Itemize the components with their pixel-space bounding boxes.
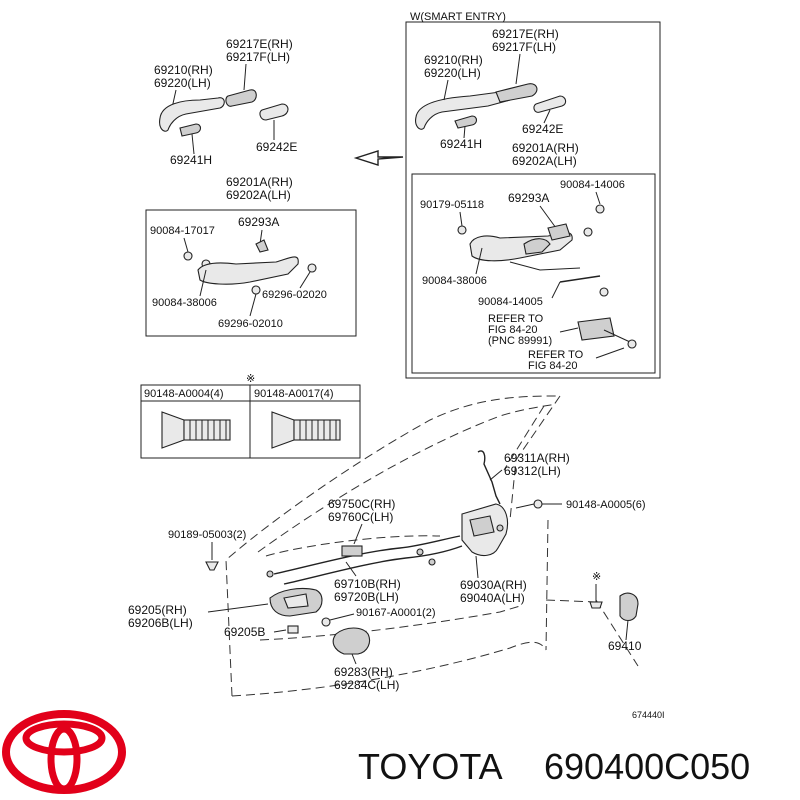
handle-cap	[225, 89, 257, 107]
label-69217e-rh: 69217E(RH)	[226, 37, 293, 51]
label-90148-a0017: 90148-A0017(4)	[254, 388, 334, 400]
label-69283-rh: 69283(RH)	[334, 665, 393, 679]
label-69217f-lh-smart: 69217F(LH)	[492, 40, 556, 54]
refer-to-1a: REFER TO	[488, 313, 544, 325]
note-mark-table: ※	[246, 373, 255, 385]
clip-icon	[205, 561, 219, 571]
cable-lower	[283, 545, 463, 585]
note-mark-striker: ※	[592, 571, 601, 583]
label-69210-rh: 69210(RH)	[154, 63, 213, 77]
label-69217e-rh-smart: 69217E(RH)	[492, 27, 559, 41]
label-69040a-lh: 69040A(LH)	[460, 591, 525, 605]
label-69205-rh: 69205(RH)	[128, 603, 187, 617]
handle-frame	[197, 256, 299, 285]
label-69206b-lh: 69206B(LH)	[128, 616, 193, 630]
handle-frame-box	[145, 209, 357, 337]
label-69293a-smart: 69293A	[508, 191, 549, 205]
part-number: 690400C050	[544, 746, 750, 787]
label-90148-a0005: 90148-A0005(6)	[566, 499, 646, 511]
label-69030a-rh: 69030A(RH)	[460, 578, 527, 592]
screw-a0017-icon	[271, 411, 341, 449]
refer-to-1c: (PNC 89991)	[488, 335, 552, 347]
label-90148-a0004: 90148-A0004(4)	[144, 388, 224, 400]
door-outline	[225, 395, 639, 697]
label-69205b: 69205B	[224, 625, 265, 639]
label-69410: 69410	[608, 639, 642, 653]
door-striker	[619, 592, 639, 622]
label-69296-02020: 69296-02020	[262, 289, 327, 301]
label-90167-a0001: 90167-A0001(2)	[356, 607, 436, 619]
label-69220-lh: 69220(LH)	[154, 76, 211, 90]
refer-to-2b: FIG 84-20	[528, 360, 578, 372]
label-69293a: 69293A	[238, 215, 279, 229]
refer-to-1b: FIG 84-20	[488, 324, 538, 336]
arrow-left-icon	[353, 150, 404, 166]
brand-name: TOYOTA	[358, 746, 503, 787]
smart-entry-inner-frame	[411, 173, 656, 374]
label-69284c-lh: 69284C(LH)	[334, 678, 399, 692]
label-69241h: 69241H	[170, 153, 212, 167]
label-69296-02010: 69296-02010	[218, 318, 283, 330]
handle-insert	[179, 123, 202, 137]
label-69241h-smart: 69241H	[440, 137, 482, 151]
outer-handle	[159, 97, 225, 132]
label-90084-14006: 90084-14006	[560, 179, 625, 191]
figure-code: 674440I	[632, 710, 665, 720]
smart-handle-cap	[495, 83, 538, 103]
refer-to-2a: REFER TO	[528, 349, 584, 361]
outer-handle-cover	[332, 627, 371, 655]
label-69202a-lh: 69202A(LH)	[226, 188, 291, 202]
smart-entry-label: W(SMART ENTRY)	[410, 11, 506, 23]
label-90084-38006: 90084-38006	[152, 297, 217, 309]
cable-upper	[273, 535, 461, 575]
label-69202a-lh-smart: 69202A(LH)	[512, 154, 577, 168]
label-90084-17017: 90084-17017	[150, 225, 215, 237]
label-69210-rh-smart: 69210(RH)	[424, 53, 483, 67]
label-69720b-lh: 69720B(LH)	[334, 590, 399, 604]
label-69242e: 69242E	[256, 140, 297, 154]
smart-handle-insert	[454, 115, 478, 129]
toyota-logo	[2, 710, 126, 794]
label-69311a-rh: 69311A(RH)	[504, 451, 570, 465]
screw-a0004-icon	[161, 411, 231, 449]
smart-sensor	[577, 317, 615, 341]
smart-handle-pad	[533, 95, 567, 113]
label-90084-38006-smart: 90084-38006	[422, 275, 487, 287]
label-69201a-rh-smart: 69201A(RH)	[512, 141, 579, 155]
label-69750c-rh: 69750C(RH)	[328, 497, 395, 511]
label-90179-05118: 90179-05118	[420, 199, 484, 211]
lock-rod	[477, 450, 501, 505]
handle-pad	[259, 103, 289, 121]
label-69312-lh: 69312(LH)	[504, 464, 561, 478]
smart-entry-frame	[405, 21, 661, 379]
label-90084-14005: 90084-14005	[478, 296, 543, 308]
label-69201a-rh: 69201A(RH)	[226, 175, 293, 189]
label-69710b-rh: 69710B(RH)	[334, 577, 401, 591]
label-90189-05003: 90189-05003(2)	[168, 529, 246, 541]
label-69242e-smart: 69242E	[522, 122, 563, 136]
label-69220-lh-smart: 69220(LH)	[424, 66, 481, 80]
label-69217f-lh: 69217F(LH)	[226, 50, 290, 64]
label-69760c-lh: 69760C(LH)	[328, 510, 393, 524]
